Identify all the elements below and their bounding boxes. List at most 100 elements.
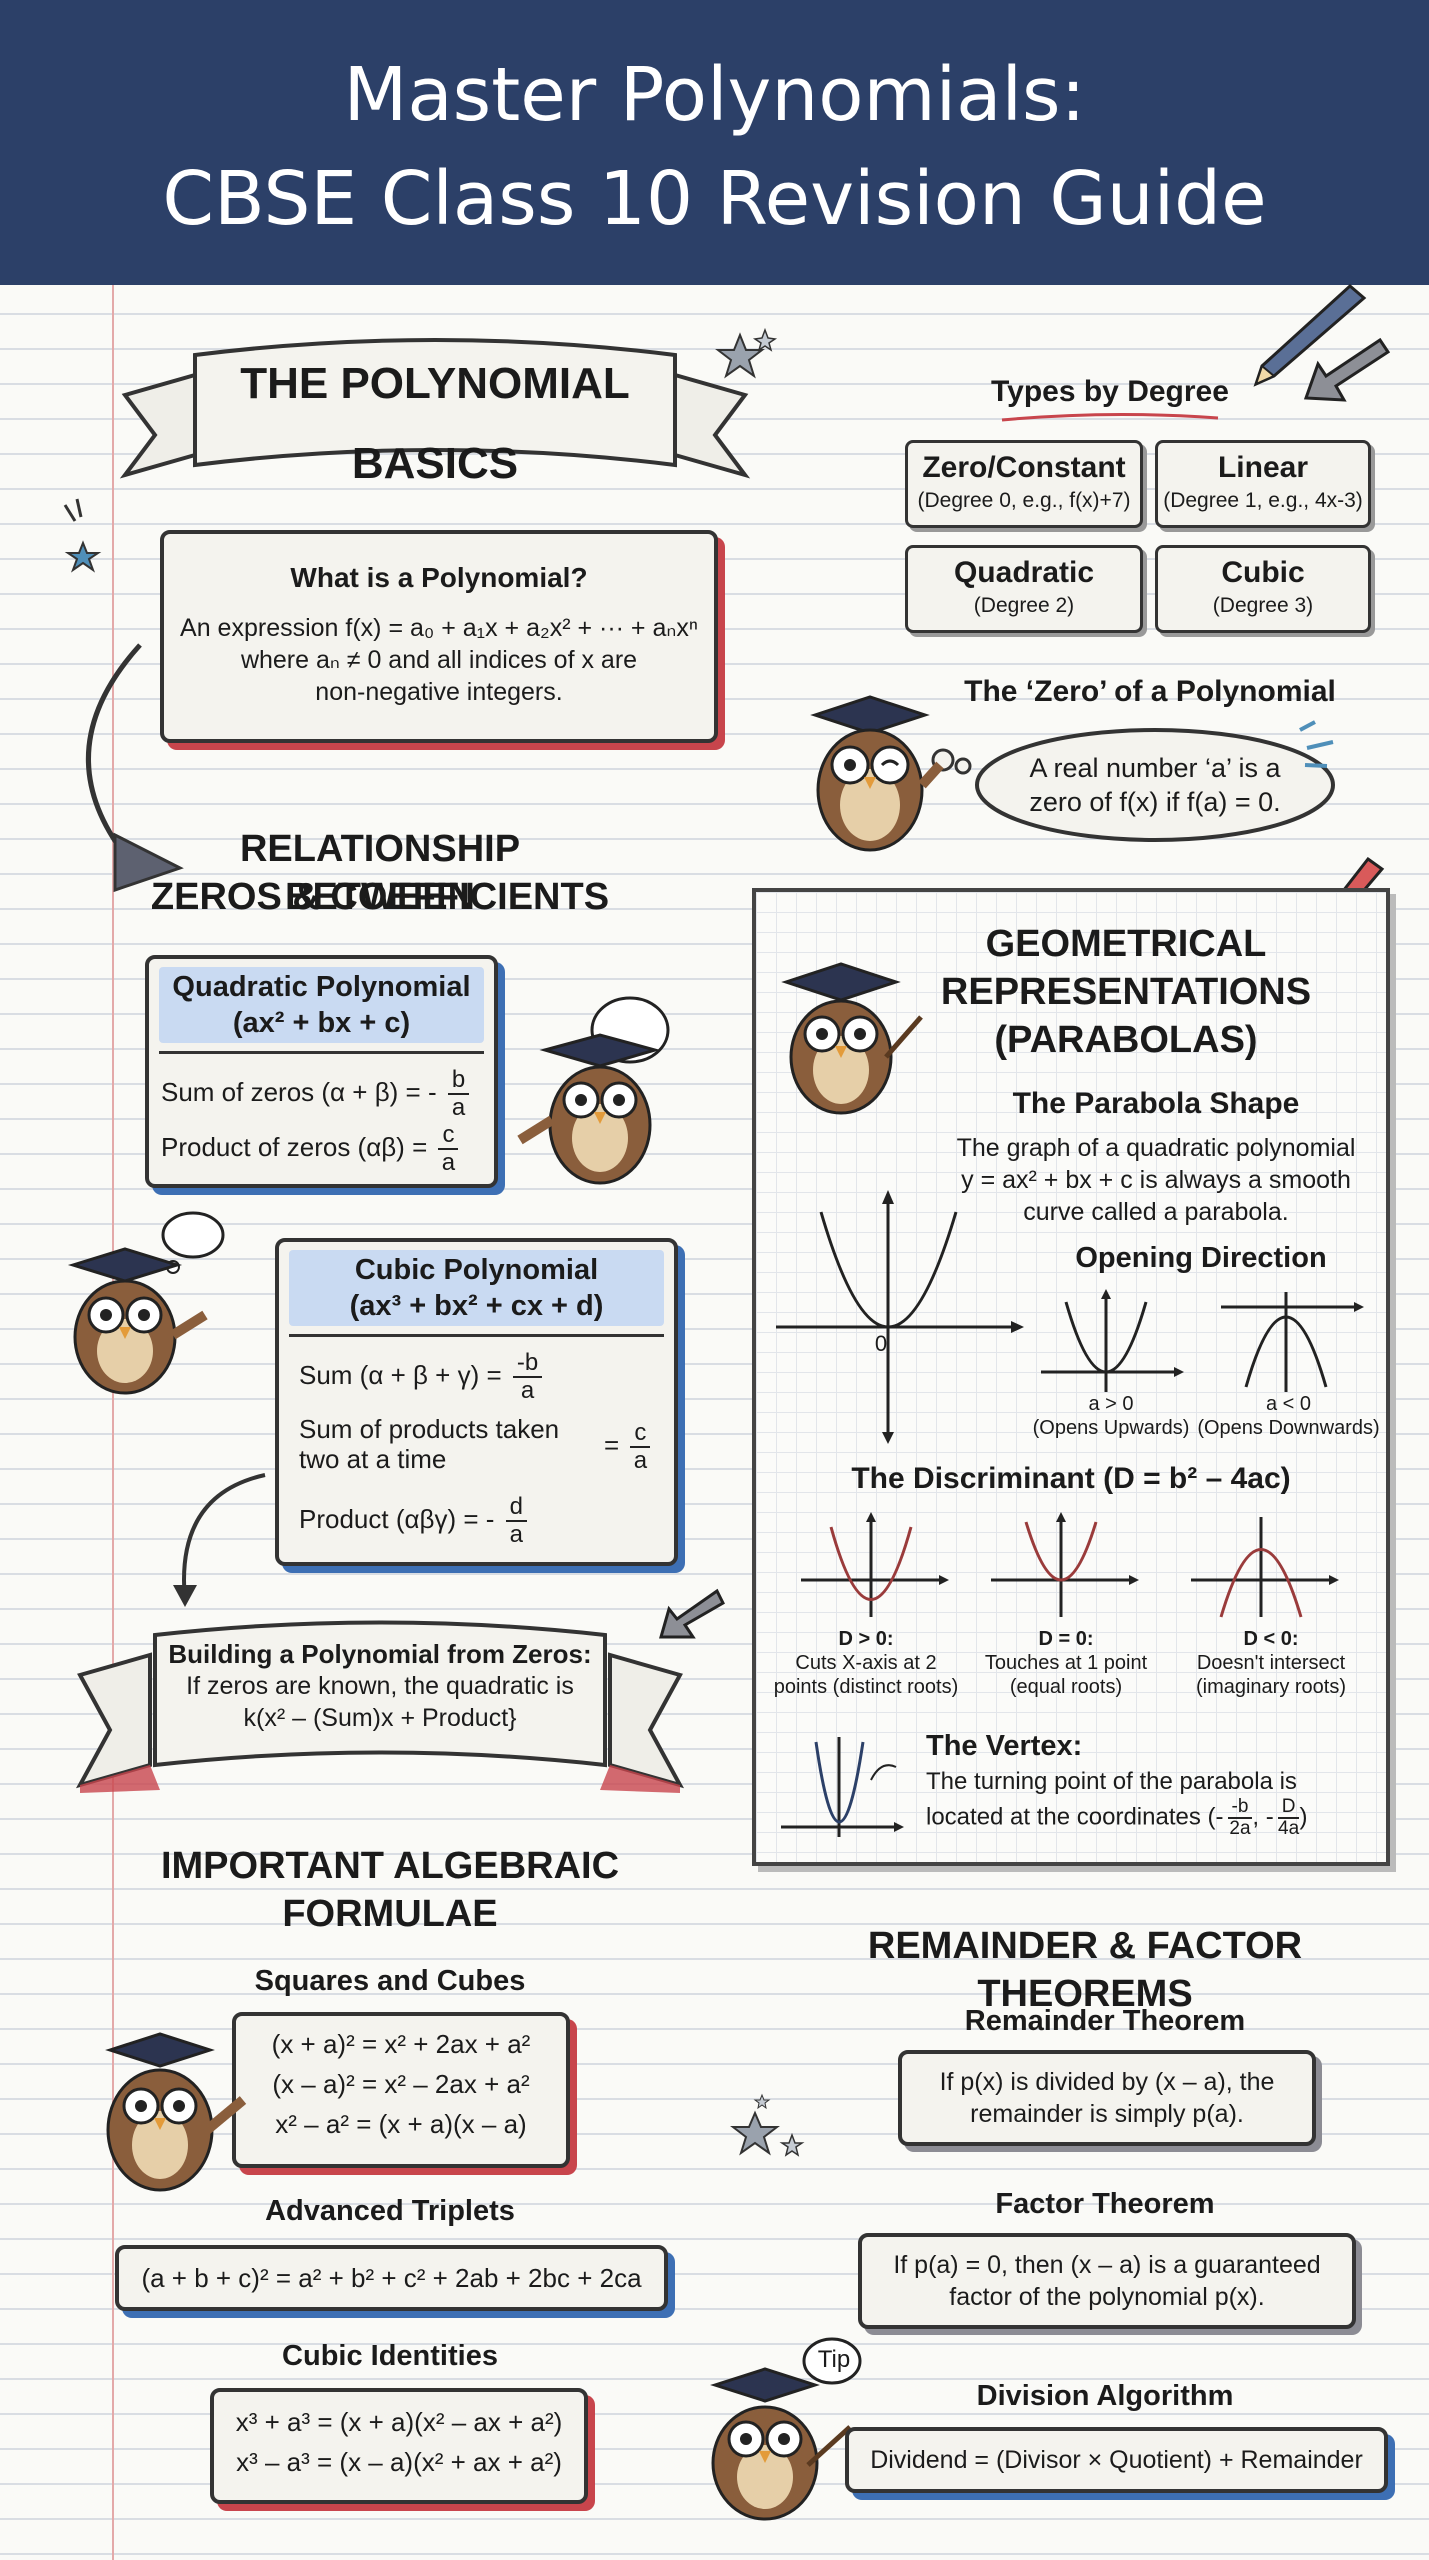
polynomial-definition-card: What is a Polynomial? An expression f(x)… xyxy=(160,530,718,743)
quad-divider xyxy=(159,1051,484,1054)
owl-pointer-icon xyxy=(781,962,923,1115)
pencil-icon xyxy=(1253,283,1367,387)
factor-line2: factor of the polynomial p(x). xyxy=(949,2283,1265,2311)
factor-title: Factor Theorem xyxy=(995,2188,1215,2220)
remainder-line2: remainder is simply p(a). xyxy=(970,2100,1244,2128)
factor-card: If p(a) = 0, then (x – a) is a guarantee… xyxy=(858,2233,1356,2329)
building-line3: k(x² – (Sum)x + Product} xyxy=(243,1704,517,1732)
triplets-title: Advanced Triplets xyxy=(265,2195,515,2227)
zero-title: The ‘Zero’ of a Polynomial xyxy=(964,675,1336,708)
opens-down-graph xyxy=(1221,1292,1364,1392)
opens-up-condition: a > 0 xyxy=(1088,1393,1134,1415)
geometry-panel: GEOMETRICAL REPRESENTATIONS (PARABOLAS) … xyxy=(752,888,1390,1866)
building-line1: Building a Polynomial from Zeros: xyxy=(168,1639,592,1669)
vertex-line1: The turning point of the parabola is xyxy=(926,1768,1297,1795)
d-positive-line1: Cuts X-axis at 2 xyxy=(795,1652,937,1674)
definition-title: What is a Polynomial? xyxy=(290,562,588,593)
factor-line1: If p(a) = 0, then (x – a) is a guarantee… xyxy=(893,2251,1321,2279)
squares-card: (x + a)² = x² + 2ax + a² (x – a)² = x² –… xyxy=(232,2012,570,2168)
opens-up-graph xyxy=(1041,1289,1184,1392)
owl-formula-icon xyxy=(105,2032,247,2192)
vertex-graph xyxy=(781,1737,904,1837)
page-title-line1: Master Polynomials: xyxy=(343,52,1086,138)
squares-cubes-title: Squares and Cubes xyxy=(254,1965,526,1997)
basics-banner-title: THE POLYNOMIAL xyxy=(240,359,630,408)
page-title-line2: CBSE Class 10 Revision Guide xyxy=(162,156,1267,242)
cubic-identity-1: x³ + a³ = (x + a)(x² – ax + a²) xyxy=(235,2407,563,2437)
d-zero-line1: Touches at 1 point xyxy=(984,1652,1148,1674)
arrow-icon xyxy=(1303,337,1391,402)
zero-line2: zero of f(x) if f(a) = 0. xyxy=(1029,787,1281,817)
owl-thinking-icon xyxy=(517,996,670,1185)
square-formula-3: x² – a² = (x + a)(x – a) xyxy=(275,2109,527,2139)
main-parabola-graph xyxy=(776,1190,1024,1444)
remainder-line1: If p(x) is divided by (x – a), the xyxy=(939,2068,1275,2096)
cubic-identities-card: x³ + a³ = (x + a)(x² – ax + a²) x³ – a³ … xyxy=(210,2388,588,2504)
cubic-title-highlight xyxy=(289,1250,664,1326)
stars-icon xyxy=(730,2093,805,2157)
star-icon xyxy=(715,327,778,379)
vertex-title: The Vertex: xyxy=(926,1730,1083,1762)
cubic-formula: (ax³ + bx² + cx + d) xyxy=(349,1290,604,1322)
geometry-title-line2: REPRESENTATIONS xyxy=(940,971,1312,1013)
small-arrow-icon xyxy=(659,1588,725,1639)
definition-line2: where aₙ ≠ 0 and all indices of x are xyxy=(240,646,638,674)
type-cubic: Cubic(Degree 3) xyxy=(1155,545,1371,633)
d-negative-line1: Doesn't intersect xyxy=(1196,1652,1346,1674)
flow-arrow-icon xyxy=(85,643,184,893)
relationship-title-line2: ZEROS & COEFFICIENTS xyxy=(150,876,610,918)
opening-direction-title: Opening Direction xyxy=(1075,1242,1327,1274)
origin-label: 0 xyxy=(874,1331,888,1356)
tip-label: Tip xyxy=(817,2346,851,2373)
cubic-title: Cubic Polynomial xyxy=(354,1254,599,1286)
opens-down-condition: a < 0 xyxy=(1265,1393,1312,1415)
quad-title: Quadratic Polynomial xyxy=(172,971,471,1003)
type-quadratic: Quadratic(Degree 2) xyxy=(905,545,1143,633)
square-formula-2: (x – a)² = x² – 2ax + a² xyxy=(272,2069,530,2099)
algebra-title-line2: FORMULAE xyxy=(282,1893,498,1935)
quadratic-relationship-card: Quadratic Polynomial (ax² + bx + c) Sum … xyxy=(145,955,498,1188)
type-linear: Linear(Degree 1, e.g., 4x-3) xyxy=(1155,440,1371,528)
d-zero-condition: D = 0: xyxy=(1038,1628,1094,1650)
basics-banner xyxy=(119,338,751,479)
algebra-title-line1: IMPORTANT ALGEBRAIC xyxy=(160,1845,620,1887)
parabola-line3: curve called a parabola. xyxy=(1023,1198,1289,1226)
d-negative-condition: D < 0: xyxy=(1243,1628,1299,1650)
building-banner xyxy=(75,1620,685,1793)
cubic-identity-2: x³ – a³ = (x – a)(x² + ax + a²) xyxy=(236,2447,562,2477)
division-card: Dividend = (Divisor × Quotient) + Remain… xyxy=(845,2427,1388,2493)
opens-down-text: (Opens Downwards) xyxy=(1197,1417,1380,1439)
d-negative-graph xyxy=(1191,1517,1339,1618)
quad-title-highlight xyxy=(159,967,484,1043)
square-formula-1: (x + a)² = x² + 2ax + a² xyxy=(271,2029,531,2059)
definition-line3: non-negative integers. xyxy=(315,678,563,706)
d-positive-graph xyxy=(801,1512,949,1617)
quad-formula: (ax² + bx + c) xyxy=(232,1007,411,1039)
zero-line1: A real number ‘a’ is a xyxy=(1029,753,1281,783)
owl-teacher-icon xyxy=(810,695,944,852)
d-zero-line2: (equal roots) xyxy=(1009,1676,1123,1698)
zero-cloud xyxy=(931,720,1335,842)
d-positive-condition: D > 0: xyxy=(838,1628,894,1650)
remainder-title: Remainder Theorem xyxy=(964,2005,1246,2037)
owl-tip-icon xyxy=(710,2337,862,2521)
d-zero-graph xyxy=(991,1512,1139,1617)
triplet-formula: (a + b + c)² = a² + b² + c² + 2ab + 2bc … xyxy=(141,2263,642,2293)
parabola-line1: The graph of a quadratic polynomial xyxy=(956,1134,1356,1162)
discriminant-title: The Discriminant (D = b² – 4ac) xyxy=(851,1462,1291,1495)
types-underline xyxy=(1001,412,1219,422)
owl-cubic-icon xyxy=(67,1211,225,1395)
sparkle-star-icon xyxy=(63,498,102,573)
division-title: Division Algorithm xyxy=(976,2380,1234,2412)
geometry-title-line3: (PARABOLAS) xyxy=(994,1019,1258,1061)
remainder-card: If p(x) is divided by (x – a), the remai… xyxy=(898,2050,1316,2146)
cubic-divider xyxy=(289,1334,664,1337)
division-formula: Dividend = (Divisor × Quotient) + Remain… xyxy=(870,2446,1363,2474)
parabola-line2: y = ax² + bx + c is always a smooth xyxy=(961,1166,1351,1194)
curved-arrow-icon xyxy=(173,1473,266,1607)
